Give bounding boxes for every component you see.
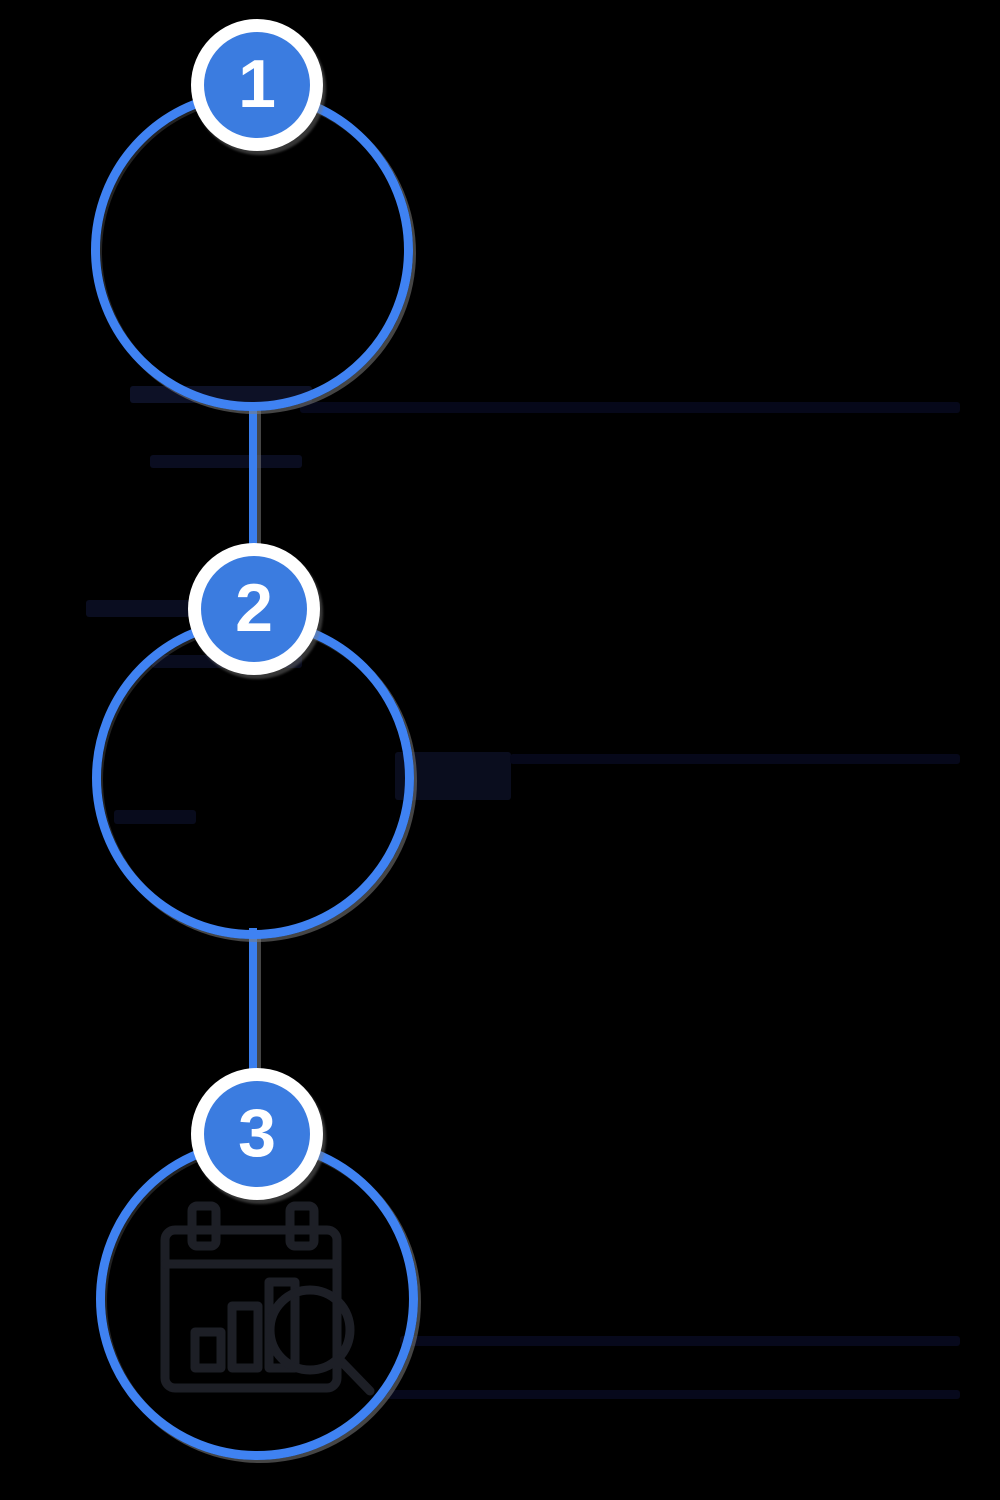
step-connector-1-2	[249, 403, 257, 558]
ghost-artifact	[385, 1390, 960, 1399]
ghost-artifact	[150, 455, 302, 468]
magnifier-handle	[334, 1354, 375, 1396]
step-number-1: 1	[238, 46, 276, 122]
ghost-artifact	[395, 752, 511, 800]
report-magnifier-icon	[160, 1201, 375, 1396]
step-number-3: 3	[238, 1095, 276, 1171]
step-number-2: 2	[235, 570, 273, 646]
ghost-artifact	[510, 754, 960, 764]
report-clip-left	[187, 1201, 221, 1251]
magnifier-lens	[265, 1285, 355, 1375]
step-badge-2: 2	[201, 556, 307, 662]
bar-short	[190, 1327, 226, 1373]
step-badge-3: 3	[204, 1081, 310, 1187]
step-connector-2-3	[249, 928, 257, 1078]
bar-medium	[227, 1301, 263, 1373]
step-badge-1: 1	[204, 32, 310, 138]
ghost-artifact	[400, 1336, 960, 1346]
ghost-artifact	[300, 402, 960, 413]
report-page	[160, 1225, 342, 1393]
report-clip-right	[285, 1201, 319, 1251]
